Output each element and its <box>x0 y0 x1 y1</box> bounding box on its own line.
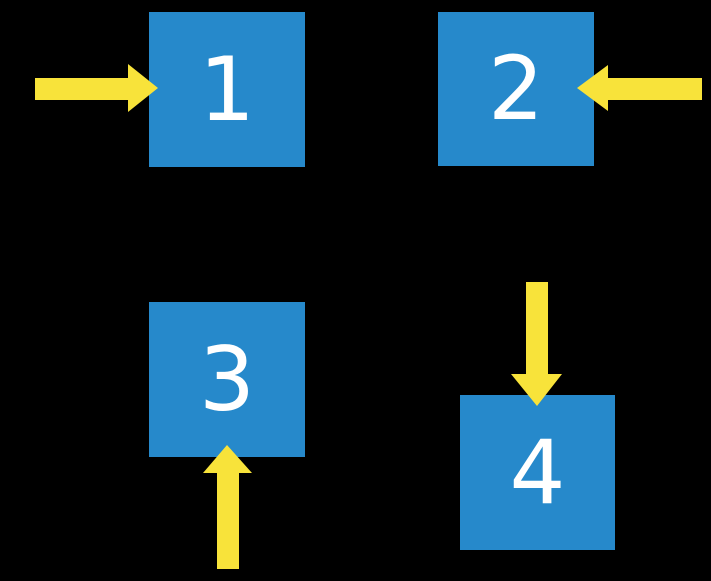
numbered-box-4: 4 <box>460 395 615 550</box>
numbered-box-2: 2 <box>438 12 594 166</box>
up-arrow-icon <box>203 445 252 569</box>
box-3-label: 3 <box>199 327 255 431</box>
numbered-box-1: 1 <box>149 12 305 167</box>
left-arrow-icon <box>577 65 702 111</box>
box-1-label: 1 <box>199 37 255 141</box>
box-2-label: 2 <box>488 37 544 140</box>
down-arrow-icon <box>511 282 562 406</box>
numbered-box-3: 3 <box>149 302 305 457</box>
right-arrow-icon <box>35 64 158 112</box>
box-4-label: 4 <box>509 420 566 524</box>
